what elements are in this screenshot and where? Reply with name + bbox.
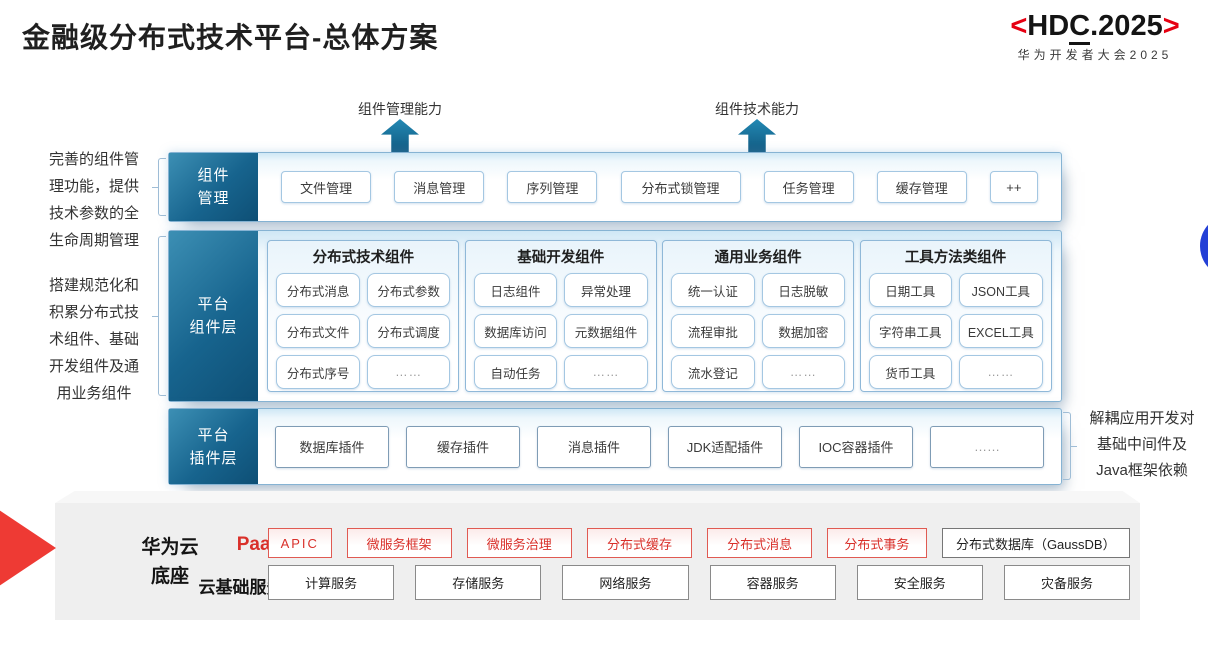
cloud-services-label: 云基础服务 <box>198 578 284 597</box>
plugin-item-more: …… <box>930 425 1044 468</box>
note-component-accumulation: 搭建规范化和 积累分布式技 术组件、基础 开发组件及通 用业务组件 <box>48 277 139 402</box>
component-cell: 日志脱敏 <box>761 273 846 307</box>
layer-platform-components: 平台 组件层 分布式技术组件 分布式消息 分布式参数 分布式文件 分布式调度 分… <box>168 230 1062 402</box>
panel-basic-dev: 基础开发组件 日志组件 异常处理 数据库访问 元数据组件 自动任务 …… <box>464 240 657 392</box>
paas-item: 分布式事务 <box>827 528 927 558</box>
plugin-items: 数据库插件 缓存插件 消息插件 JDK适配插件 IOC容器插件 …… <box>258 409 1061 484</box>
management-capability-label: 组件管理能力 <box>358 101 442 117</box>
paas-item-gaussdb: 分布式数据库（GaussDB） <box>941 528 1131 558</box>
mgmt-item: 任务管理 <box>763 171 854 203</box>
mgmt-item: 分布式锁管理 <box>620 171 741 203</box>
panel-common-business: 通用业务组件 统一认证 日志脱敏 流程审批 数据加密 流水登记 …… <box>662 240 855 392</box>
panel-utility-tools: 工具方法类组件 日期工具 JSON工具 字符串工具 EXCEL工具 货币工具 …… <box>859 240 1052 392</box>
component-cell: 异常处理 <box>564 273 648 307</box>
technology-capability-label: 组件技术能力 <box>715 101 799 117</box>
component-cell: 流水登记 <box>671 355 755 389</box>
management-items: 文件管理 消息管理 序列管理 分布式锁管理 任务管理 缓存管理 ++ <box>258 153 1061 221</box>
cloud-service-item: 计算服务 <box>268 565 395 600</box>
right-bracket-plugins <box>1063 412 1077 480</box>
component-cell-more: …… <box>959 355 1043 389</box>
plugin-item: IOC容器插件 <box>799 425 913 468</box>
plugin-item: 数据库插件 <box>275 425 389 468</box>
layer-platform-plugins: 平台 插件层 数据库插件 缓存插件 消息插件 JDK适配插件 IOC容器插件 …… <box>168 408 1062 485</box>
component-cell: 分布式序号 <box>276 355 360 389</box>
cloud-service-items: 计算服务 存储服务 网络服务 容器服务 安全服务 灾备服务 <box>268 565 1131 600</box>
layer-tag-platform-plugins: 平台 插件层 <box>169 409 258 484</box>
page-title: 金融级分布式技术平台-总体方案 <box>22 22 439 53</box>
cloud-service-item: 容器服务 <box>709 565 836 600</box>
note-decouple: 解耦应用开发对 基础中间件及 Java框架依赖 <box>1089 410 1195 479</box>
component-cell: 数据库访问 <box>473 314 558 348</box>
component-cell: 日期工具 <box>868 273 953 307</box>
up-arrow-icon <box>381 119 419 153</box>
hdc-logo-subtitle: 华为开发者大会2025 <box>1017 48 1173 62</box>
component-cell: 流程审批 <box>671 314 755 348</box>
component-cell: 字符串工具 <box>868 314 953 348</box>
paas-item: 分布式缓存 <box>586 528 693 558</box>
component-cell: 分布式文件 <box>276 314 360 348</box>
cloud-service-item: 安全服务 <box>856 565 983 600</box>
left-bracket-row2 <box>152 236 166 396</box>
hdc-logo: <HDC.2025> 华为开发者大会2025 <box>990 10 1200 63</box>
plugin-item: 缓存插件 <box>406 425 520 468</box>
component-cell: JSON工具 <box>959 273 1043 307</box>
mgmt-item: 消息管理 <box>394 171 485 203</box>
cloud-service-item: 网络服务 <box>562 565 689 600</box>
component-cell-more: …… <box>761 355 846 389</box>
component-cell: 分布式消息 <box>276 273 360 307</box>
red-arrow-icon <box>0 500 56 596</box>
component-cell-more: …… <box>366 355 451 389</box>
component-cell-more: …… <box>564 355 648 389</box>
paas-item: APIC <box>268 528 332 558</box>
foundation-label: 华为云 底座 <box>141 537 199 587</box>
logo-left-bracket-icon: < <box>1010 10 1028 42</box>
component-cell: 分布式参数 <box>366 273 451 307</box>
layer-component-management: 组件 管理 文件管理 消息管理 序列管理 分布式锁管理 任务管理 缓存管理 ++ <box>168 152 1062 222</box>
component-cell: 分布式调度 <box>366 314 451 348</box>
mgmt-item-more: ++ <box>989 171 1038 203</box>
cloud-service-item: 存储服务 <box>415 565 542 600</box>
huawei-cloud-foundation: 华为云 底座 PaaS 云基础服务 APIC 微服务框架 微服务治理 分布式缓存… <box>55 503 1140 620</box>
blue-circle-decoration <box>1200 214 1208 278</box>
paas-item: 微服务框架 <box>346 528 452 558</box>
note-component-management: 完善的组件管 理功能，提供 技术参数的全 生命周期管理 <box>48 151 139 249</box>
paas-item: 微服务治理 <box>466 528 572 558</box>
panel-distributed-tech: 分布式技术组件 分布式消息 分布式参数 分布式文件 分布式调度 分布式序号 …… <box>267 240 460 392</box>
paas-item: 分布式消息 <box>707 528 813 558</box>
component-cell: EXCEL工具 <box>959 314 1043 348</box>
paas-items: APIC 微服务框架 微服务治理 分布式缓存 分布式消息 分布式事务 分布式数据… <box>268 528 1131 558</box>
component-cell: 元数据组件 <box>564 314 648 348</box>
logo-right-bracket-icon: > <box>1162 10 1180 42</box>
component-cell: 日志组件 <box>473 273 558 307</box>
plugin-item: JDK适配插件 <box>668 425 782 468</box>
left-bracket-row1 <box>152 158 166 216</box>
component-cell: 统一认证 <box>671 273 755 307</box>
hdc-logo-text: <HDC.2025> <box>990 10 1200 45</box>
mgmt-item: 文件管理 <box>281 171 372 203</box>
up-arrow-icon <box>738 119 776 153</box>
component-panels: 分布式技术组件 分布式消息 分布式参数 分布式文件 分布式调度 分布式序号 ……… <box>258 231 1061 401</box>
cloud-service-item: 灾备服务 <box>1003 565 1131 600</box>
mgmt-item: 序列管理 <box>507 171 598 203</box>
component-cell: 数据加密 <box>761 314 846 348</box>
layer-tag-component-management: 组件 管理 <box>169 153 258 221</box>
component-cell: 自动任务 <box>473 355 558 389</box>
layer-tag-platform-components: 平台 组件层 <box>169 231 258 401</box>
component-cell: 货币工具 <box>868 355 953 389</box>
plugin-item: 消息插件 <box>537 425 651 468</box>
mgmt-item: 缓存管理 <box>876 171 967 203</box>
